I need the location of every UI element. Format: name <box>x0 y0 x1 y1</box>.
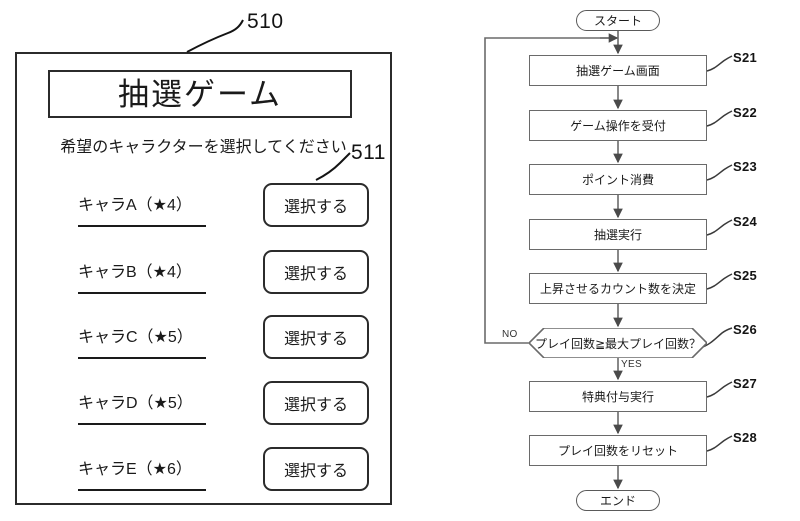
character-name-a: キャラA（★4） <box>78 183 206 227</box>
step-id-s28: S28 <box>733 430 758 445</box>
flow-step-s23: ポイント消費 <box>529 164 707 195</box>
select-button-c[interactable]: 選択する <box>263 315 369 359</box>
step-id-s22: S22 <box>733 105 758 120</box>
step-id-s24: S24 <box>733 214 758 229</box>
step-id-s21: S21 <box>733 50 758 65</box>
select-button-a[interactable]: 選択する <box>263 183 369 227</box>
game-title-box: 抽選ゲーム <box>48 70 352 118</box>
reference-numeral-510: 510 <box>247 10 284 33</box>
select-button-e[interactable]: 選択する <box>263 447 369 491</box>
step-id-s26: S26 <box>733 322 758 337</box>
flow-step-s27: 特典付与実行 <box>529 381 707 412</box>
select-button-d[interactable]: 選択する <box>263 381 369 425</box>
character-row-b: キャラB（★4） 選択する <box>15 250 392 294</box>
flow-decision-s26-label: プレイ回数≧最大プレイ回数？ <box>534 336 702 351</box>
character-select-prompt: 希望のキャラクターを選択してください <box>60 139 347 156</box>
flow-end-terminal: エンド <box>576 490 660 511</box>
character-name-e: キャラE（★6） <box>78 447 206 491</box>
game-title-text: 抽選ゲーム <box>117 76 283 112</box>
step-id-s25: S25 <box>733 268 758 283</box>
step-id-s27: S27 <box>733 376 758 391</box>
flow-start-terminal: スタート <box>576 10 660 31</box>
character-row-c: キャラC（★5） 選択する <box>15 315 392 359</box>
character-name-c: キャラC（★5） <box>78 315 206 359</box>
flow-step-s24: 抽選実行 <box>529 219 707 250</box>
character-row-e: キャラE（★6） 選択する <box>15 447 392 491</box>
flow-step-s22: ゲーム操作を受付 <box>529 110 707 141</box>
step-id-s23: S23 <box>733 159 758 174</box>
select-button-b[interactable]: 選択する <box>263 250 369 294</box>
flow-step-s21: 抽選ゲーム画面 <box>529 55 707 86</box>
character-row-d: キャラD（★5） 選択する <box>15 381 392 425</box>
flow-step-s25: 上昇させるカウント数を決定 <box>529 273 707 304</box>
reference-numeral-511: 511 <box>351 141 386 164</box>
character-row-a: キャラA（★4） 選択する <box>15 183 392 227</box>
branch-label-yes: YES <box>621 359 642 370</box>
decision-diamond-shape <box>529 328 707 358</box>
flow-step-s28: プレイ回数をリセット <box>529 435 707 466</box>
character-name-d: キャラD（★5） <box>78 381 206 425</box>
flow-decision-s26: プレイ回数≧最大プレイ回数？ <box>529 328 707 358</box>
branch-label-no: NO <box>502 329 518 340</box>
character-name-b: キャラB（★4） <box>78 250 206 294</box>
